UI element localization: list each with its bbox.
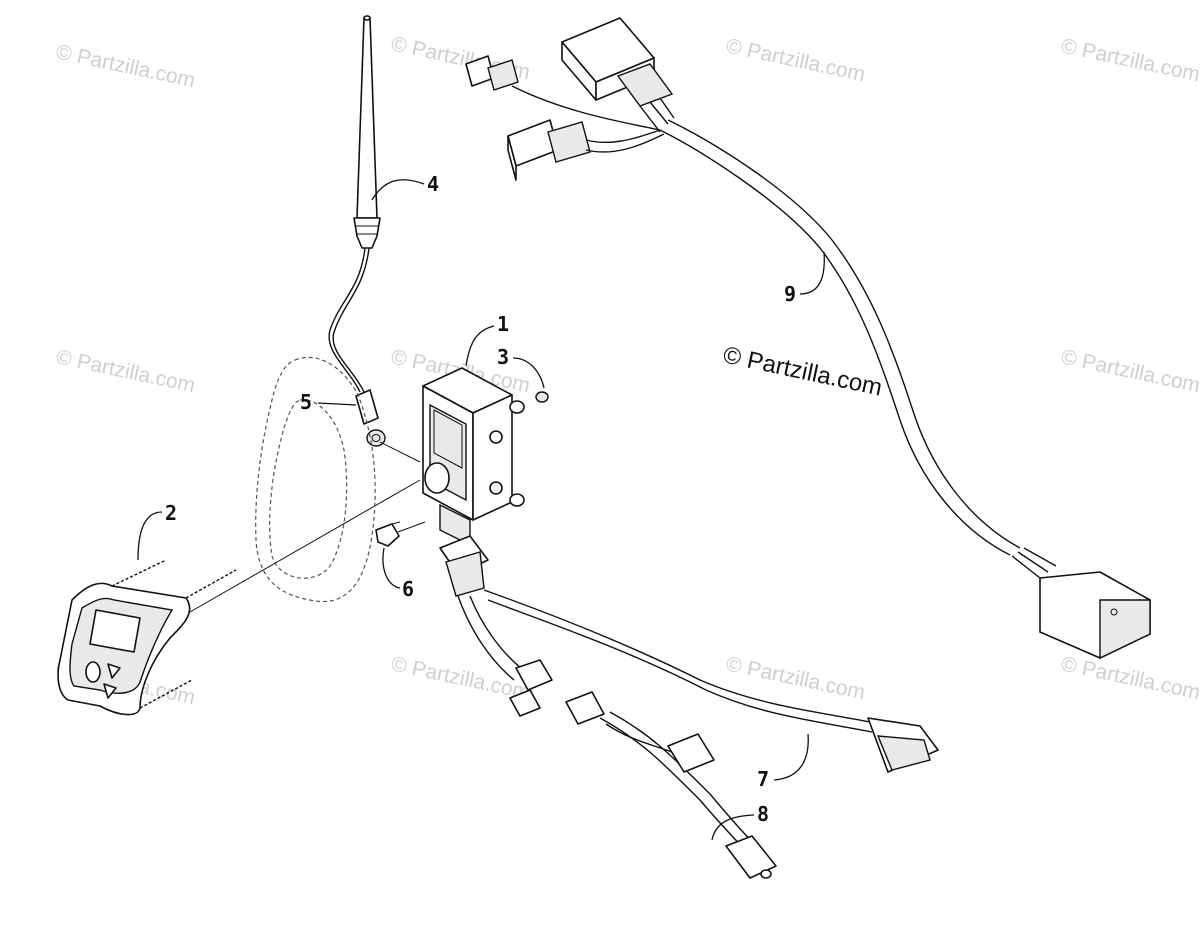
callout-3: 3 <box>497 345 545 389</box>
callout-9: 9 <box>784 251 825 306</box>
svg-text:5: 5 <box>300 390 312 414</box>
nut-part-3[interactable] <box>535 391 549 403</box>
watermark-grid: © Partzilla.com © Partzilla.com © Partzi… <box>54 32 1200 709</box>
sensor-lead-part-8[interactable] <box>599 711 777 879</box>
watermark-text: © Partzilla.com <box>1059 652 1200 704</box>
svg-text:8: 8 <box>757 802 769 826</box>
display-bezel-part-2[interactable] <box>57 559 237 716</box>
svg-text:9: 9 <box>784 282 796 306</box>
clip-part-6[interactable] <box>375 521 401 547</box>
watermark-text: © Partzilla.com <box>389 652 532 704</box>
svg-text:2: 2 <box>165 501 177 525</box>
callout-5: 5 <box>300 390 357 414</box>
antenna-part-4[interactable] <box>328 15 381 393</box>
callout-1: 1 <box>465 312 509 367</box>
callout-4: 4 <box>371 172 439 201</box>
callout-2: 2 <box>137 501 177 561</box>
watermark-text: © Partzilla.com <box>1059 345 1200 397</box>
mounting-outline <box>255 356 376 603</box>
callout-6: 6 <box>382 547 414 601</box>
alignment-lines <box>189 441 426 613</box>
harness-part-9[interactable] <box>465 17 1151 660</box>
svg-text:7: 7 <box>757 767 769 791</box>
svg-text:1: 1 <box>497 312 509 336</box>
connector-part-5[interactable] <box>355 389 386 447</box>
callout-7: 7 <box>757 733 809 791</box>
watermark-main: © Partzilla.com <box>721 341 885 401</box>
watermark-text: © Partzilla.com <box>54 40 197 92</box>
control-module-part-1[interactable] <box>422 367 525 547</box>
watermark-text: © Partzilla.com <box>724 34 867 86</box>
harness-part-7[interactable] <box>439 535 939 773</box>
svg-text:4: 4 <box>427 172 439 196</box>
watermark-text: © Partzilla.com <box>54 345 197 397</box>
svg-text:3: 3 <box>497 345 509 369</box>
svg-text:6: 6 <box>402 577 414 601</box>
watermark-text: © Partzilla.com <box>1059 34 1200 86</box>
callout-8: 8 <box>711 802 769 841</box>
